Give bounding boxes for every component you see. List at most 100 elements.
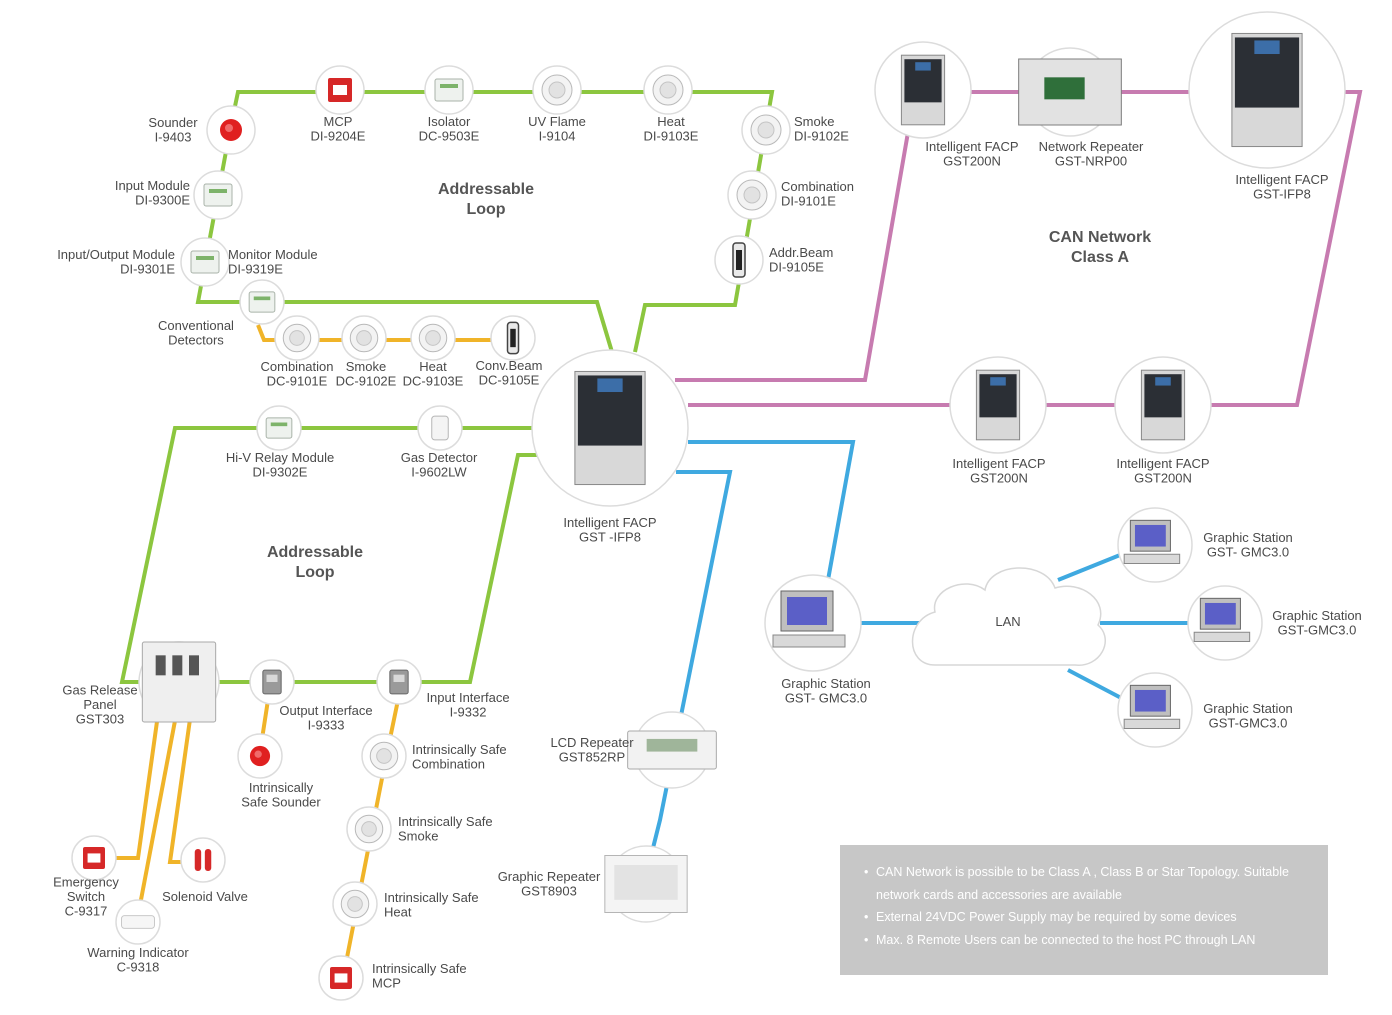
device-nodes <box>71 11 1346 1001</box>
graphic-station-2-label: GST-GMC3.0 <box>1278 622 1357 637</box>
solenoid-valve-circle <box>180 837 226 883</box>
fire-panel-icon <box>975 369 1021 441</box>
input-interface-node <box>376 659 422 705</box>
facp-ifp8-top-label: GST-IFP8 <box>1253 186 1311 201</box>
io-module-node <box>180 237 230 287</box>
heat-label: Heat <box>657 114 685 129</box>
smoke-node <box>741 105 791 155</box>
conv-combination-node <box>274 315 320 361</box>
beam-detector-icon <box>732 242 746 278</box>
lcd-repeater-node <box>627 711 717 789</box>
is-mcp-node <box>318 955 364 1001</box>
solenoid-valve-icon <box>194 849 212 871</box>
graphic-station-1-label: GST- GMC3.0 <box>1207 544 1289 559</box>
facp-gst200n-top-node <box>874 41 972 139</box>
gas-release-node <box>138 641 220 723</box>
hv-relay-label: DI-9302E <box>253 464 308 479</box>
flame-detector-icon <box>541 74 573 106</box>
is-combination-label: Intrinsically Safe <box>412 742 507 757</box>
is-mcp-label: Intrinsically Safe <box>372 961 467 976</box>
graphic-station-1-node <box>1117 507 1193 583</box>
interface-icon <box>262 669 282 695</box>
emergency-switch-label: Emergency <box>53 875 119 890</box>
title-bottom-loop-line2: Loop <box>295 564 334 581</box>
conv-smoke-label: DC-9102E <box>336 373 397 388</box>
facp-ifp8-top-label: Intelligent FACP <box>1235 172 1328 187</box>
sounder-label: Sounder <box>148 115 198 130</box>
solenoid-valve-node <box>180 837 226 883</box>
emergency-switch-label: C-9317 <box>65 904 108 919</box>
cloud-shape <box>911 567 1106 666</box>
graphic-station-main-label: GST- GMC3.0 <box>785 690 867 705</box>
lan-cloud: LAN <box>911 567 1106 666</box>
is-sounder-node <box>237 733 283 779</box>
facp-gst200n-mid2-label: Intelligent FACP <box>1116 456 1209 471</box>
main-facp-label: GST -IFP8 <box>579 529 641 544</box>
lcd-repeater-label: LCD Repeater <box>550 735 634 750</box>
sounder-icon <box>220 119 242 141</box>
facp-gst200n-mid1-label: Intelligent FACP <box>952 456 1045 471</box>
mcp-node <box>315 65 365 115</box>
wire-graphic-station <box>688 440 856 581</box>
module-icon <box>203 183 233 207</box>
lcd-repeater-icon <box>627 730 717 770</box>
monitor-module-label: Monitor Module <box>228 247 318 262</box>
emergency-switch-icon <box>83 847 105 869</box>
title-can-line1: CAN Network <box>1049 229 1151 246</box>
input-interface-label: Input Interface <box>426 690 509 705</box>
wire-lan-gs3 <box>1067 668 1126 702</box>
emergency-switch-label: Switch <box>67 889 105 904</box>
addr-beam-label: DI-9105E <box>769 259 824 274</box>
title-top-loop-line2: Loop <box>466 201 505 218</box>
wire-repeaters <box>643 470 733 881</box>
title-top-loop-line1: Addressable <box>438 181 534 198</box>
facp-gst200n-top-label: GST200N <box>943 153 1001 168</box>
isolator-node <box>424 65 474 115</box>
wire-warning-indicator <box>138 704 180 906</box>
is-heat-label: Intrinsically Safe <box>384 890 479 905</box>
conv-beam-label: Conv.Beam <box>476 358 543 373</box>
conv-combination-label: Combination <box>261 359 334 374</box>
input-module-label: DI-9300E <box>135 192 190 207</box>
input-module-label: Input Module <box>115 178 190 193</box>
warning-indicator-node <box>115 899 161 945</box>
conventional-label: Conventional <box>158 318 234 333</box>
isolator-label: DC-9503E <box>419 128 480 143</box>
note-item: Max. 8 Remote Users can be connected to … <box>864 929 1308 952</box>
main-facp-label: Intelligent FACP <box>563 515 656 530</box>
heat-detector-icon <box>418 323 448 353</box>
smoke-label: Smoke <box>794 114 834 129</box>
gas-detector-label: Gas Detector <box>401 450 478 465</box>
interface-module-icon <box>248 291 276 313</box>
conventional-node <box>239 279 285 325</box>
network-repeater-node <box>1018 47 1122 137</box>
network-repeater-icon <box>1018 58 1122 126</box>
network-repeater-label: GST-NRP00 <box>1055 153 1127 168</box>
warning-indicator-label: C-9318 <box>117 959 160 974</box>
graphic-station-3-node <box>1117 672 1193 748</box>
mcp-label: DI-9204E <box>311 128 366 143</box>
graphic-repeater-label: Graphic Repeater <box>498 869 601 884</box>
facp-gst200n-mid2-node <box>1114 356 1212 454</box>
smoke-detector-icon <box>750 114 782 146</box>
notes-box: CAN Network is possible to be Class A , … <box>840 845 1328 975</box>
facp-gst200n-top-label: Intelligent FACP <box>925 139 1018 154</box>
solenoid-valve-label: Solenoid Valve <box>162 889 248 904</box>
emergency-switch-node <box>71 835 117 881</box>
wire-top-loop <box>195 90 775 353</box>
detector-icon <box>369 741 399 771</box>
computer-icon <box>1123 684 1181 729</box>
is-heat-node <box>332 881 378 927</box>
graphic-repeater-label: GST8903 <box>521 883 577 898</box>
is-combination-node <box>361 733 407 779</box>
gas-release-label: Panel <box>83 697 116 712</box>
conv-combination-label: DC-9101E <box>267 373 328 388</box>
sounder-icon <box>249 745 271 767</box>
addr-beam-label: Addr.Beam <box>769 245 833 260</box>
graphic-station-3-label: GST-GMC3.0 <box>1209 715 1288 730</box>
conv-beam-node <box>490 315 536 361</box>
computer-icon <box>1193 597 1251 642</box>
call-point-icon <box>328 78 352 102</box>
hv-relay-node <box>256 405 302 451</box>
graphic-station-main-node <box>764 574 862 672</box>
